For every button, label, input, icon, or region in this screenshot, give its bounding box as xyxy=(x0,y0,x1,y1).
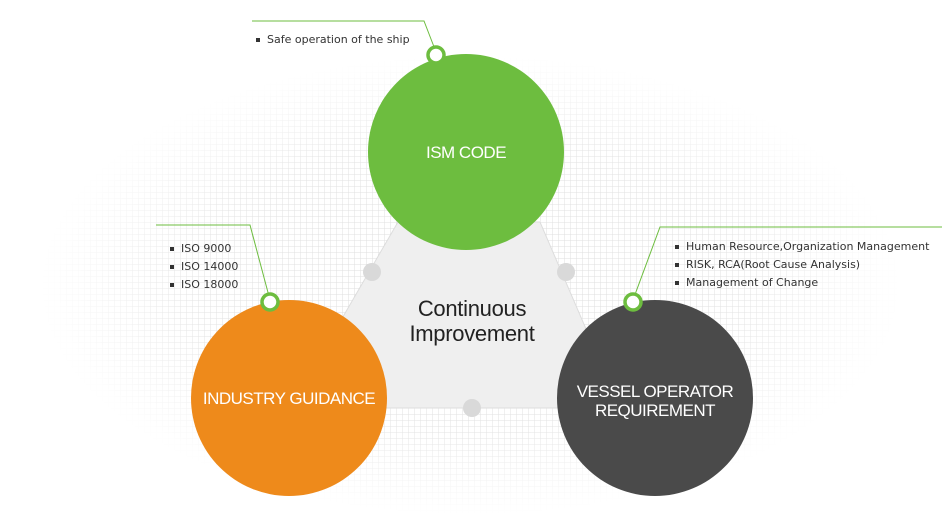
connector-dot-left xyxy=(363,263,381,281)
callout-line-vessel xyxy=(632,226,942,301)
bullet-square-icon xyxy=(170,247,174,251)
vessel-operator-circle[interactable] xyxy=(557,300,753,496)
industry-guidance-circle[interactable] xyxy=(191,300,387,496)
callout-marker-industry xyxy=(260,292,280,312)
callout-marker-ism xyxy=(426,45,446,65)
industry-bullet-item: ISO 14000 xyxy=(170,258,238,276)
center-title-line1: Continuous xyxy=(417,296,527,321)
industry-bullet-item: ISO 18000 xyxy=(170,276,238,294)
vessel-label-line2: REQUIREMENT xyxy=(594,401,716,420)
bullet-square-icon xyxy=(256,38,260,42)
bullet-square-icon xyxy=(675,245,679,249)
center-title-line2: Improvement xyxy=(409,321,535,346)
ism-code-label: ISM CODE xyxy=(425,143,507,162)
vessel-bullet-item: Management of Change xyxy=(675,274,929,292)
callout-line-ism xyxy=(252,20,437,53)
industry-guidance-label: INDUSTRY GUIDANCE xyxy=(202,389,376,408)
vessel-bullet-list: Human Resource,Organization Management R… xyxy=(675,238,929,292)
bullet-square-icon xyxy=(675,263,679,267)
ism-bullet-list: Safe operation of the ship xyxy=(256,31,410,49)
bullet-square-icon xyxy=(170,265,174,269)
vessel-bullet-item: Human Resource,Organization Management xyxy=(675,238,929,256)
ism-code-circle[interactable] xyxy=(368,54,564,250)
center-title: Continuous Improvement xyxy=(372,296,572,346)
industry-bullet-item: ISO 9000 xyxy=(170,240,238,258)
connector-dot-bottom xyxy=(463,399,481,417)
bullet-square-icon xyxy=(170,283,174,287)
callout-marker-vessel xyxy=(623,292,643,312)
vessel-label-line1: VESSEL OPERATOR xyxy=(576,382,734,401)
callout-line-industry xyxy=(156,224,271,301)
connector-dot-right xyxy=(557,263,575,281)
industry-bullet-list: ISO 9000 ISO 14000 ISO 18000 xyxy=(170,240,238,294)
ism-bullet-item: Safe operation of the ship xyxy=(256,31,410,49)
vessel-bullet-item: RISK, RCA(Root Cause Analysis) xyxy=(675,256,929,274)
bullet-square-icon xyxy=(675,281,679,285)
vessel-operator-label: VESSEL OPERATOR REQUIREMENT xyxy=(562,382,748,420)
